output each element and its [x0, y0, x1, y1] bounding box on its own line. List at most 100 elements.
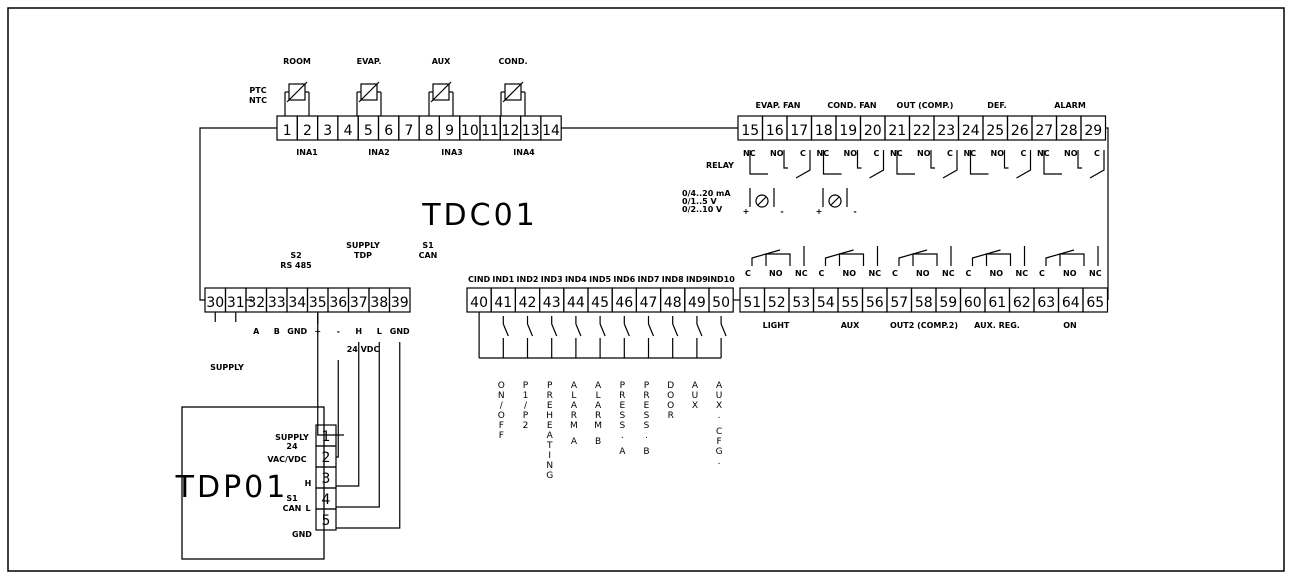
svg-text:A: A: [595, 381, 602, 391]
relay-top-contact-no: NO: [770, 149, 784, 158]
probe-1-diagonal: [286, 81, 308, 103]
relay-bottom-contact-nc: NC: [942, 269, 955, 278]
bus-line-left-bottom: [199, 288, 205, 301]
relay-top-contact-nc: NC: [1037, 149, 1050, 158]
relay-bottom-frame: [765, 253, 791, 266]
digital-input-ind6: IND6: [613, 275, 635, 284]
sensor-type-ptc: PTC: [249, 86, 266, 95]
relay-top-terminal-label-25: 25: [986, 123, 1004, 139]
relay-bottom-terminal-label-56: 56: [866, 295, 884, 311]
svg-text:F: F: [717, 437, 722, 447]
relay-bottom-contact-no: NO: [843, 269, 857, 278]
top-terminal-label-14: 14: [542, 123, 560, 139]
relay-bottom-group-3: OUT2 (COMP.2): [890, 321, 958, 330]
analog-out-plus: +: [743, 207, 750, 216]
display-label-vac-vdc: VAC/VDC: [267, 455, 306, 464]
svg-text:X: X: [716, 401, 722, 411]
relay-top-terminal-label-18: 18: [815, 123, 833, 139]
svg-text:M: M: [594, 421, 602, 431]
bus-line-left: [199, 127, 277, 288]
top-terminal-label-12: 12: [502, 123, 520, 139]
svg-text:O: O: [667, 391, 674, 401]
top-terminal-label-2: 2: [303, 123, 312, 139]
svg-text:P: P: [644, 381, 650, 391]
digital-function-label-1: ON/OFF: [498, 381, 505, 441]
probe-label-4: COND.: [498, 57, 527, 66]
wire-tdp-supply-plus: [317, 312, 344, 436]
relay-bottom-contact-nc: NC: [1089, 269, 1102, 278]
svg-text:O: O: [498, 411, 505, 421]
controller-name: TDC01: [421, 198, 538, 233]
relay-top-terminal-label-19: 19: [839, 123, 857, 139]
analog-out-range-2: 0/1..5 V: [682, 197, 717, 206]
relay-bottom-terminal-label-51: 51: [743, 295, 761, 311]
svg-text:.: .: [621, 431, 624, 441]
bottom-terminal-label-39: 39: [391, 295, 409, 311]
relay-bottom-terminal-label-53: 53: [792, 295, 810, 311]
bottom-terminal-39: [388, 287, 411, 313]
digital-terminal-label-45: 45: [591, 295, 609, 311]
relay-bottom-frame: [912, 253, 938, 266]
svg-text:E: E: [547, 421, 553, 431]
display-label-supply: SUPPLY: [275, 433, 309, 442]
relay-top-no-path: [1077, 150, 1082, 169]
svg-text:P: P: [523, 411, 529, 421]
digital-terminal-label-47: 47: [640, 295, 658, 311]
probe-label-1: ROOM: [283, 57, 311, 66]
digital-terminal-label-42: 42: [519, 295, 537, 311]
relay-bottom-frame: [1059, 253, 1085, 266]
probe-2-diagonal: [358, 81, 380, 103]
relay-top-c-blade: [869, 150, 885, 179]
display-label-can: CAN: [283, 504, 302, 513]
relay-bottom-contact-nc: NC: [795, 269, 808, 278]
display-box: [181, 406, 325, 560]
digital-input-ind4: IND4: [565, 275, 587, 284]
analog-out-symbol-1: [755, 194, 769, 208]
relay-bottom-frame: [838, 253, 865, 266]
relay-bottom-contact-c: C: [966, 269, 972, 278]
relay-top-nc-path: [1043, 150, 1062, 175]
wire-tdp-h: [336, 342, 360, 487]
sensor-type-ntc: NTC: [249, 96, 267, 105]
svg-text:R: R: [668, 411, 674, 421]
display-terminal-label-1: 1: [322, 429, 331, 445]
svg-text:H: H: [546, 411, 553, 421]
relay-top-nc-path: [896, 150, 915, 175]
analog-input-1: INA1: [296, 148, 318, 157]
bottom-terminal-label-38: 38: [370, 295, 388, 311]
relay-top-group-5: ALARM: [1054, 101, 1086, 110]
analog-out-symbol-slash: [830, 196, 840, 206]
relay-bottom-contact-c: C: [745, 269, 751, 278]
svg-text:U: U: [692, 391, 699, 401]
svg-text:.: .: [718, 457, 721, 467]
relay-top-terminal-label-17: 17: [790, 123, 808, 139]
relay-top-terminal-label-22: 22: [913, 123, 931, 139]
svg-text:E: E: [547, 401, 553, 411]
top-terminal-label-8: 8: [425, 123, 434, 139]
relay-top-terminal-label-23: 23: [937, 123, 955, 139]
svg-text:B: B: [595, 437, 601, 447]
relay-top-group-3: OUT (COMP.): [897, 101, 954, 110]
analog-input-3: INA3: [441, 148, 462, 157]
relay-bottom-c-blade: [751, 249, 781, 266]
relay-top-terminal-label-20: 20: [864, 123, 882, 139]
digital-terminal-label-48: 48: [664, 295, 682, 311]
digital-switch-7-blade: [647, 323, 655, 337]
analog-out-range-3: 0/2..10 V: [682, 205, 723, 214]
digital-switch-5-blade: [599, 323, 606, 337]
svg-text:P: P: [523, 381, 529, 391]
digital-switch-3-blade: [551, 323, 558, 337]
display-terminal-label-2: 2: [322, 450, 331, 466]
outer-frame: [7, 7, 1285, 572]
relay-bottom-terminal-label-65: 65: [1086, 295, 1104, 311]
relay-bottom-terminal-label-61: 61: [988, 295, 1006, 311]
wire-tdp-l: [336, 342, 380, 508]
svg-text:A: A: [571, 401, 578, 411]
relay-bottom-terminal-label-55: 55: [841, 295, 859, 311]
bottom-terminal-label-35: 35: [309, 295, 327, 311]
svg-text:S: S: [619, 411, 625, 421]
digital-terminal-label-41: 41: [494, 295, 512, 311]
